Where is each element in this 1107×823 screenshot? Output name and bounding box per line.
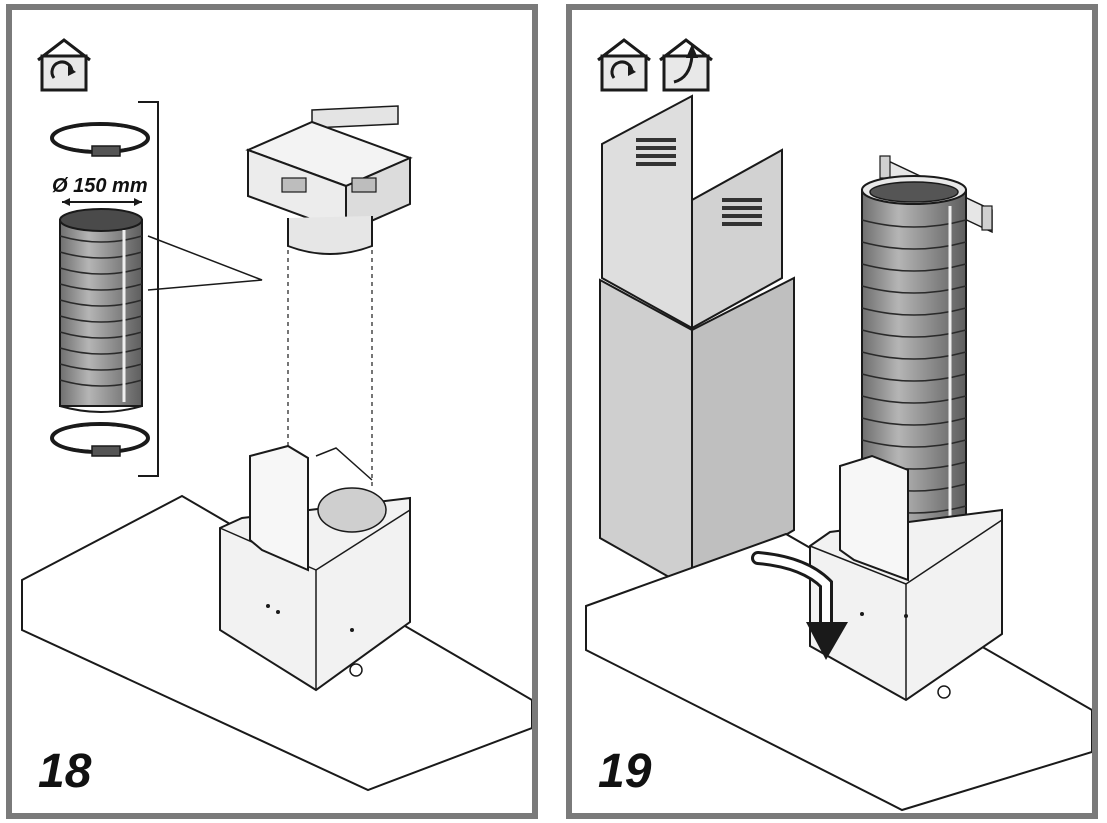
air-diverter bbox=[245, 105, 413, 255]
motor-housing bbox=[219, 444, 411, 692]
step-19-panel: 19 bbox=[566, 4, 1098, 819]
hood-glass-panel bbox=[585, 532, 1092, 812]
step-19-illustration bbox=[585, 38, 1092, 812]
step-18-illustration: Ø 150 mm bbox=[21, 38, 532, 792]
extraction-icon bbox=[659, 38, 713, 92]
flexible-duct bbox=[59, 208, 143, 413]
hose-clamp-bottom bbox=[50, 422, 150, 457]
flexible-duct bbox=[861, 175, 967, 547]
step-number: 18 bbox=[38, 745, 92, 798]
recirculation-icon bbox=[597, 38, 651, 92]
duct-diameter-label: Ø 150 mm bbox=[52, 175, 148, 197]
step-18-panel: Ø 150 mm bbox=[6, 4, 538, 819]
install-direction-arrow bbox=[751, 551, 848, 660]
step-number: 19 bbox=[598, 745, 652, 798]
lower-chimney bbox=[599, 276, 795, 592]
motor-housing bbox=[809, 454, 1003, 702]
hose-clamp-top bbox=[50, 122, 150, 157]
upper-chimney bbox=[601, 94, 783, 330]
recirculation-icon bbox=[37, 38, 91, 92]
